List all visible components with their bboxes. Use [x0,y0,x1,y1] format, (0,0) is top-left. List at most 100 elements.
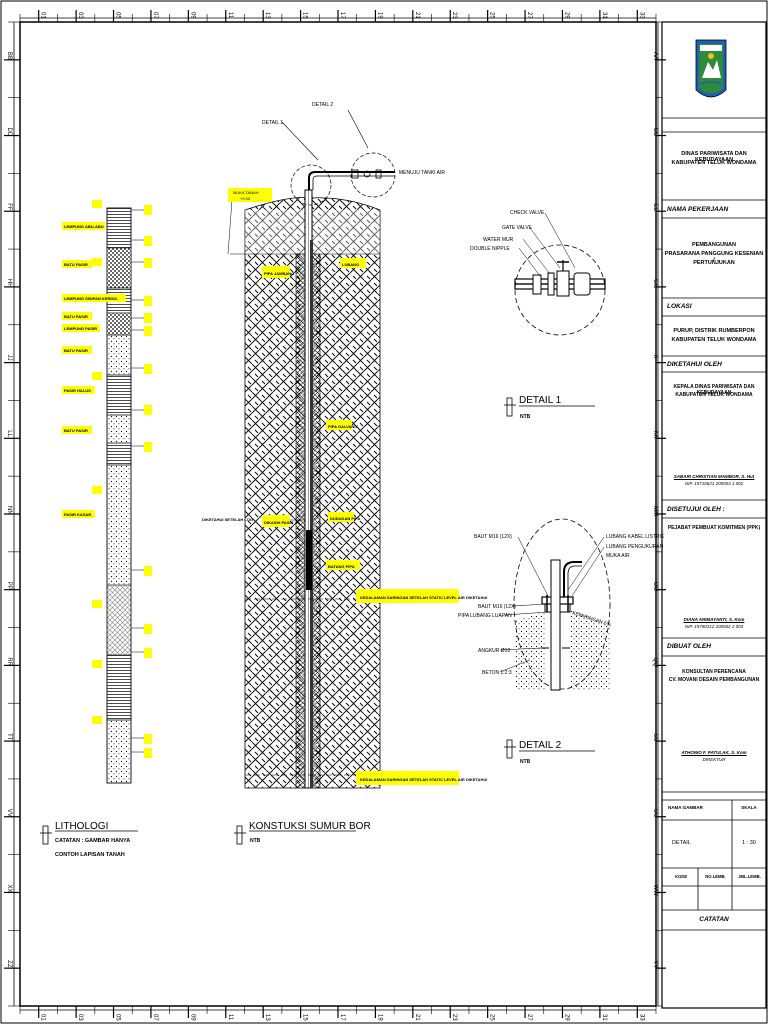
ruler-top-label: 13 [264,12,270,19]
ruler-bottom-label: 33 [638,1014,644,1021]
ruler-left-label: FF [6,203,12,211]
ruler-bottom-label: 05 [115,1014,121,1021]
svg-text:+0.00: +0.00 [240,196,251,201]
ruler-bottom-label: 03 [77,1014,83,1021]
skala-value: 1 : 30 [742,840,756,846]
ruler-bottom-label: 17 [339,1014,345,1021]
ruler-right-label: YY [652,960,658,968]
titleblock-frame [661,21,767,1009]
ruler-left-label: BB [6,52,12,60]
dibuat-line-1: KONSULTAN PERENCANA [682,669,746,675]
agency-line-2: KABUPATEN TELUK WONDAMA [671,160,757,166]
disetujui-line-1: PEJABAT PEMBUAT KOMITMEN (PPK) [667,525,761,531]
well-callout: LUBANG [342,262,359,267]
ruler-top-label: 01 [40,12,46,19]
ruler-right-label: GG [652,279,658,289]
ruler-bottom-label: 29 [563,1014,569,1021]
ruler-right-label: AA [652,52,658,60]
ruler-bottom-label: 19 [376,1014,382,1021]
ruler-top-label: 17 [339,12,345,19]
svg-text:MUKA TANAH: MUKA TANAH [233,190,259,195]
detail1-label-2: WATER MUR [483,237,514,243]
ruler-bottom-label: 15 [302,1014,308,1021]
lithology-label: PASIR HALUS [64,388,91,393]
svg-text:DETAIL 1: DETAIL 1 [262,120,283,126]
ruler-bottom-label: 07 [152,1014,158,1021]
detail-1-drawing [514,212,606,336]
well-callout: BATANG PIPA [328,564,355,569]
detail2-label-1: LUBANG KABEL LISTRIK [606,534,665,540]
lithology-label: LEMPUNG SISIPAN KERIKIL [64,296,118,301]
diketahui-line-2: KABUPATEN TELUK WONDAMA [675,392,753,398]
ruler-top-label: 27 [526,12,532,19]
ruler-right-label: MM [652,506,658,516]
lithologi-title: LITHOLOGI [55,821,108,832]
ruler-top-label: 03 [77,12,83,19]
agency-line-1: DINAS PARIWISATA DAN KEBUDAYAAN [681,151,747,164]
ruler-bottom-label: 21 [414,1014,420,1021]
lokasi-line-1: PURUP, DISTRIK RUMBERPON [673,328,755,334]
konstruksi-title: KONSTUKSI SUMUR BOR [249,821,371,832]
ruler-bottom-label: 23 [451,1014,457,1021]
ruler-top-label: 31 [601,12,607,19]
ruler-top-label: 19 [376,12,382,19]
ruler-top-label: 11 [227,12,233,19]
screen-note-1: KEDALAMAN SARINGAN SETELAH STATIC LEVEL … [360,595,487,600]
titleblock-grid [662,117,766,931]
diketahui-name: SABARI CHRISTIAN MAMBOR, S. Hut [673,474,755,479]
ruler-bottom-label: 11 [227,1014,233,1021]
ruler-left-label: ZZ [6,960,12,968]
detail2-label-5: PIPA LUBANG LUAPAN [458,613,512,619]
ruler-left-label: DD [6,128,12,137]
pekerjaan-line-2: PRASARANA PANGGUNG KESENIAN / [664,251,764,264]
ruler-right-label: SS [652,733,658,741]
detail2-ntb: NTB [520,759,531,765]
detail1-label-0: CHECK VALVE [510,210,545,216]
lithology-label: BATU PASIR [64,348,88,353]
well-section [227,109,459,789]
no-lembar-label: NO.LEMB. [705,874,726,879]
diketahui-line-1: KEPALA DINAS PARIWISATA DAN KEBUDAYAAN [673,384,755,396]
lokasi-label: LOKASI [667,303,692,310]
detail1-label-3: DOUBLE NIPPLE [470,246,510,252]
nama-gambar-value: DETAIL [672,840,691,846]
detail2-title: DETAIL 2 [519,740,562,751]
lithology-label: LEMPUNG ABU-ABU [64,224,104,229]
lithology-labels: LEMPUNG ABU-ABU BATU PASIR LEMPUNG SISIPAN… [62,222,126,518]
dibuat-role: DIREKTUR [702,757,726,762]
ruler-left-label: XX [6,884,12,892]
nama-gambar-label: NAMA GAMBAR [668,805,703,810]
skala-label: SKALA [741,805,757,810]
lithologi-note-1: CATATAN : GAMBAR HANYA [55,838,130,844]
detail2-label-7: BETON 1:2:3 [482,670,512,676]
pekerjaan-line-3: PERTUNJUKAN [693,260,735,266]
lithologi-title-block: LITHOLOGI CATATAN : GAMBAR HANYA CONTOH … [40,821,138,858]
svg-text:DETAIL 2: DETAIL 2 [312,102,333,108]
diketahui-nip: NIP. 19710621 200003 1 002 [684,481,744,486]
ruler-top-label: 21 [414,12,420,19]
well-callout: PIPA JAMBANG [264,271,294,276]
ruler-left-label: JJ [6,355,12,361]
ruler-left-label: PP [6,582,12,590]
ruler-bottom-label: 25 [489,1014,495,1021]
lithology-label: LEMPUNG PASIR [64,326,97,331]
screen-note-2: KEDALAMAN SARINGAN SETELAH STATIC LEVEL … [360,777,487,782]
ruler-top-label: 25 [489,12,495,19]
lithology-label: BATU PASIR [64,428,88,433]
regency-logo [695,39,727,98]
lithology-label: BATU PASIR [64,314,88,319]
detail2-label-6: ANGKUR Ø10 [478,648,510,654]
ruler-left-label: HH [6,279,12,288]
ruler-top-label: 15 [302,12,308,19]
pekerjaan-line-1: PEMBANGUNAN [692,242,736,248]
detail-2-title-block: DETAIL 2 NTB [504,739,595,765]
ruler-top-label: 09 [189,12,195,19]
lithology-label: BATU PASIR [64,262,88,267]
ruler-left-label: TT [6,733,12,741]
